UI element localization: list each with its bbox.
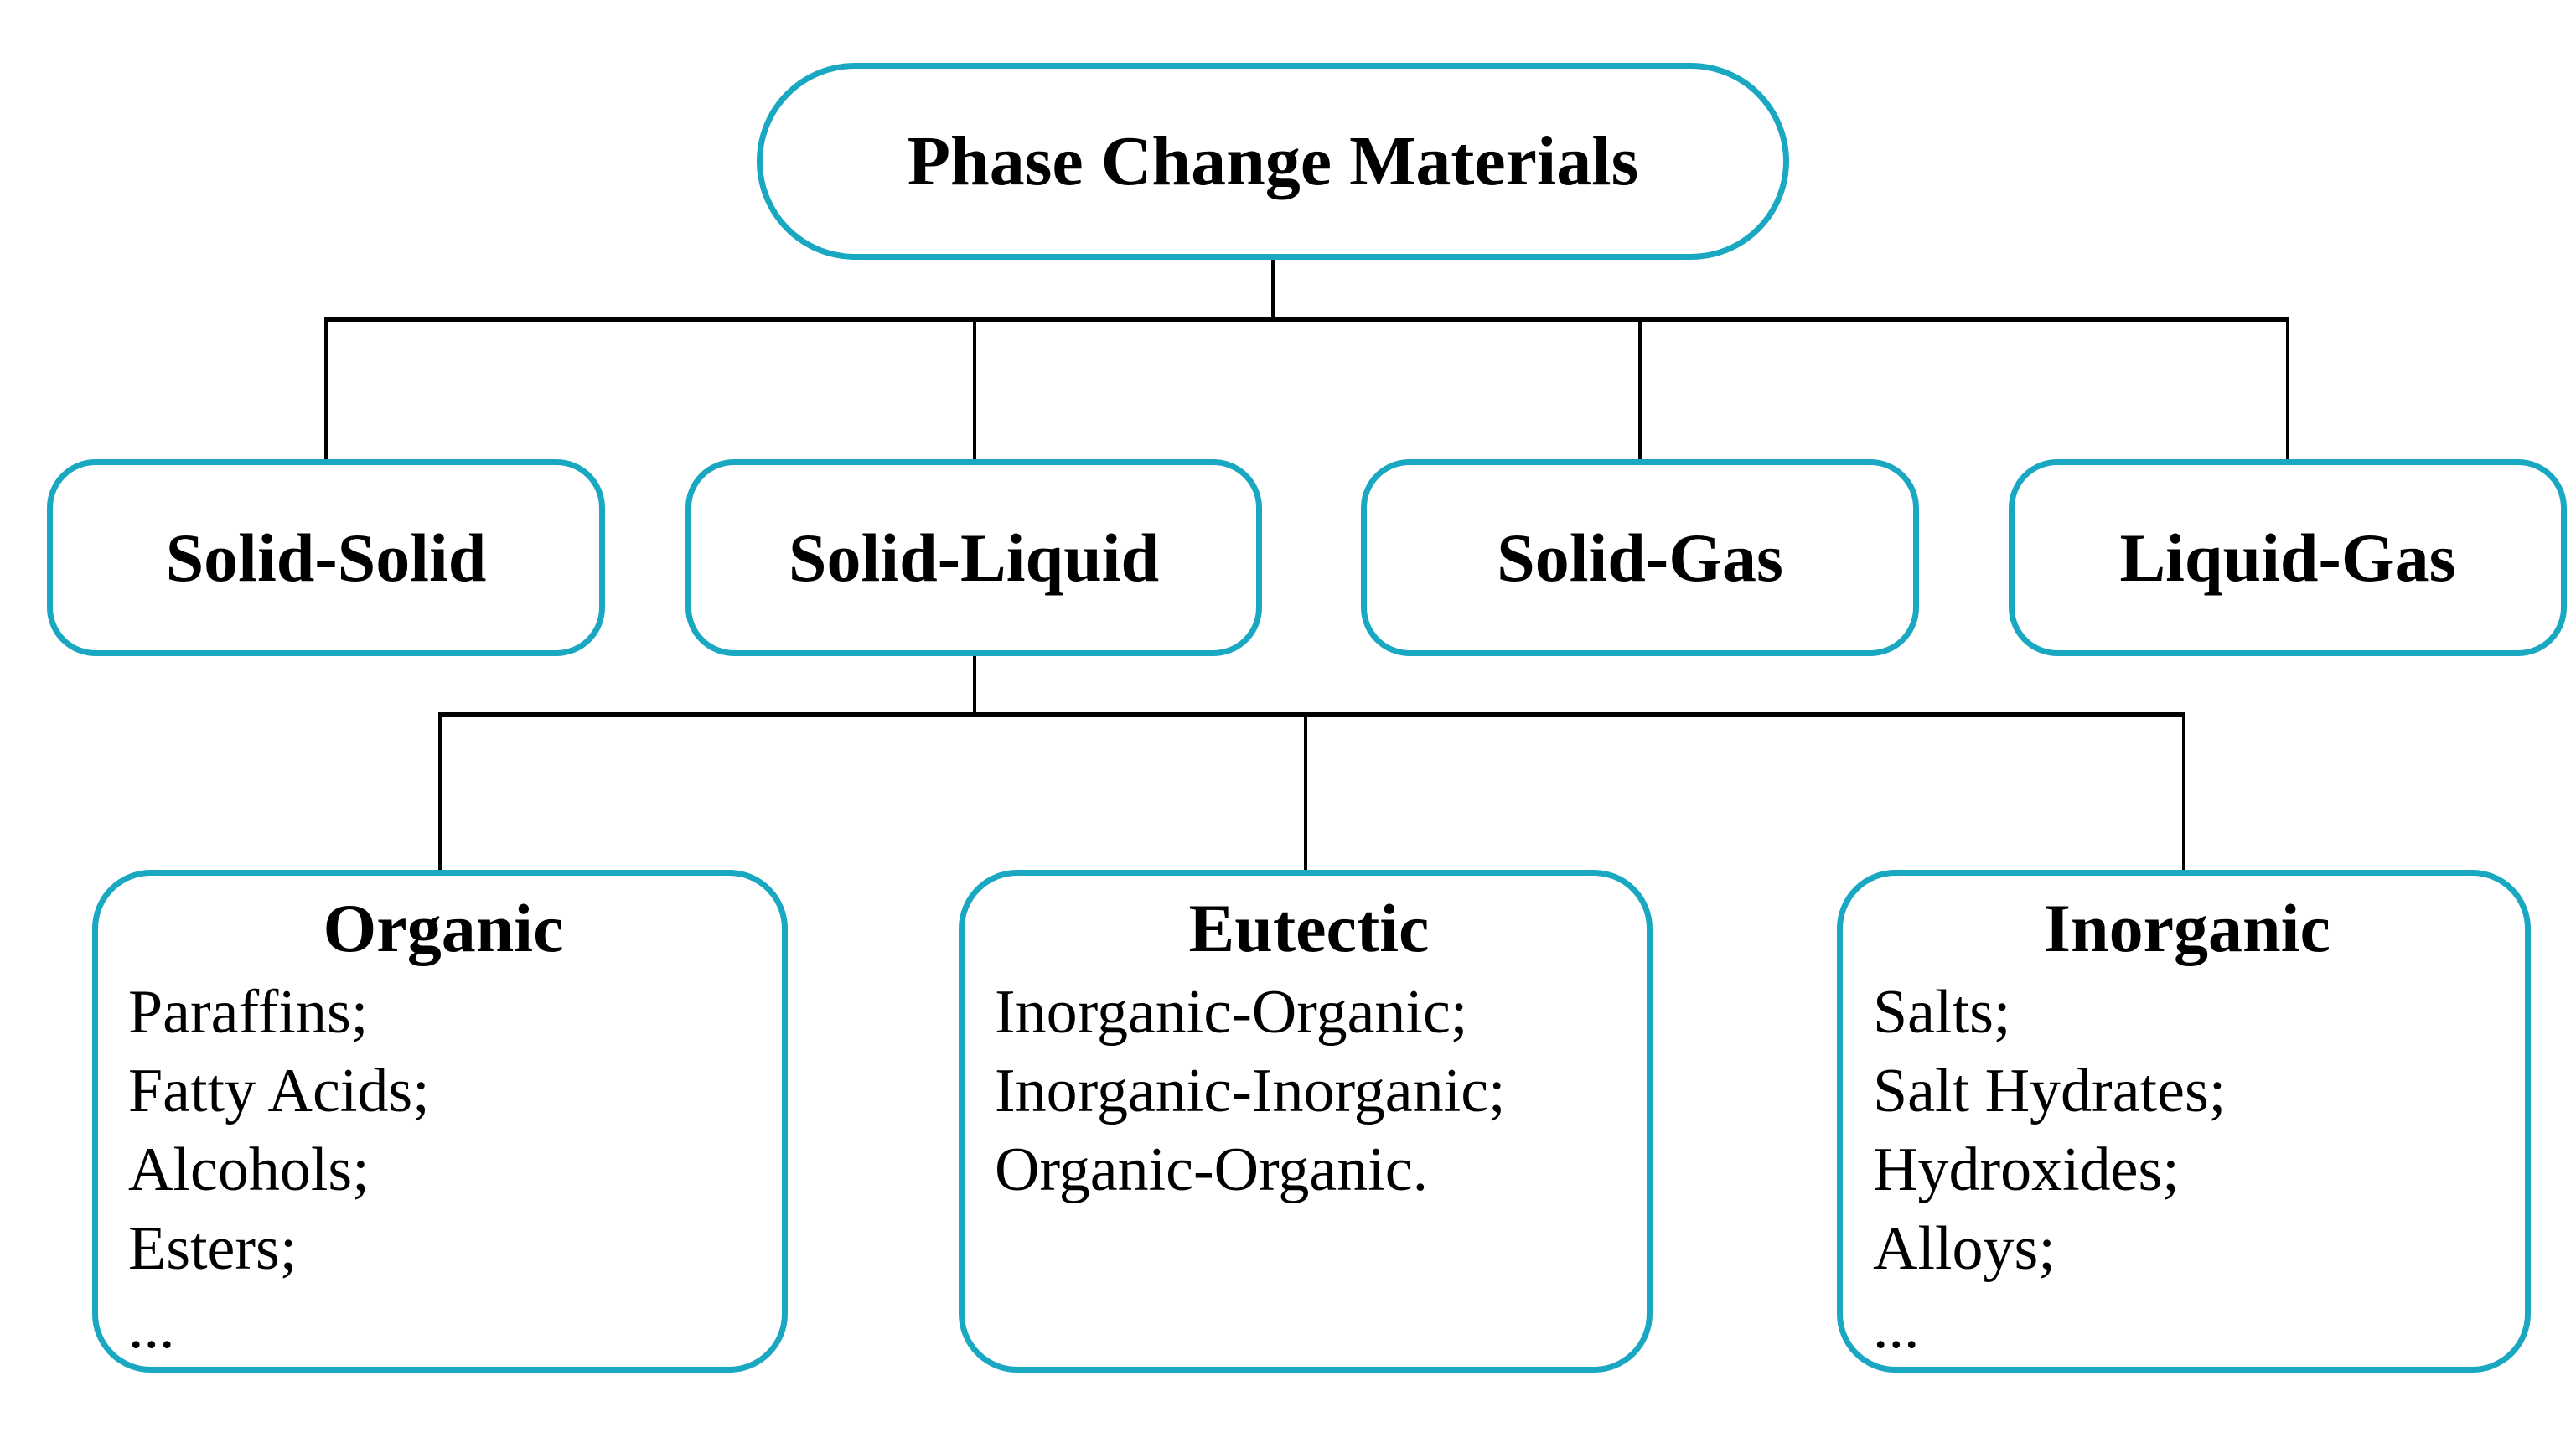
node-liquid-gas: Liquid-Gas (2009, 459, 2567, 656)
connector-drop-inorganic (2182, 716, 2185, 870)
node-solid-solid: Solid-Solid (47, 459, 605, 656)
node-label: Solid-Solid (165, 519, 487, 596)
list-item: Esters; (128, 1214, 297, 1283)
connector-level3-rail (438, 712, 2185, 717)
connector-root-stem (1271, 256, 1275, 320)
list-item: Salts; (1873, 978, 2011, 1047)
node-title: Inorganic (2044, 890, 2330, 966)
connector-drop-eutectic (1304, 716, 1307, 870)
node-label: Liquid-Gas (2119, 519, 2456, 596)
list-item: Hydroxides; (1873, 1135, 2180, 1204)
list-item: Salt Hydrates; (1873, 1057, 2227, 1125)
connector-drop-liquid-gas (2286, 320, 2289, 459)
list-item: Inorganic-Inorganic; (995, 1057, 1506, 1125)
list-item: Organic-Organic. (995, 1135, 1429, 1204)
list-item: Paraffins; (128, 978, 369, 1047)
node-label: Phase Change Materials (907, 122, 1639, 200)
list-item: Fatty Acids; (128, 1057, 430, 1125)
node-phase-change-materials: Phase Change Materials (757, 63, 1789, 260)
node-inorganic: Inorganic Salts; Salt Hydrates; Hydroxid… (1837, 870, 2531, 1373)
node-solid-gas: Solid-Gas (1361, 459, 1919, 656)
node-solid-liquid: Solid-Liquid (685, 459, 1262, 656)
list-item: Alcohols; (128, 1135, 370, 1204)
node-organic: Organic Paraffins; Fatty Acids; Alcohols… (92, 870, 788, 1373)
connector-level2-rail (324, 317, 2289, 322)
list-item: Alloys; (1873, 1214, 2056, 1283)
connector-drop-solid-liquid (973, 320, 976, 459)
node-eutectic: Eutectic Inorganic-Organic; Inorganic-In… (959, 870, 1653, 1373)
connector-solid-liquid-stem (973, 653, 976, 715)
connector-drop-organic (438, 716, 442, 870)
connector-drop-solid-solid (324, 320, 328, 459)
node-title: Eutectic (1188, 890, 1430, 966)
node-title: Organic (323, 890, 564, 966)
node-label: Solid-Gas (1497, 519, 1783, 596)
list-item: Inorganic-Organic; (995, 978, 1468, 1047)
node-label: Solid-Liquid (788, 519, 1160, 596)
connector-drop-solid-gas (1638, 320, 1642, 459)
list-item: ... (1873, 1293, 1920, 1362)
list-item: ... (128, 1293, 175, 1362)
